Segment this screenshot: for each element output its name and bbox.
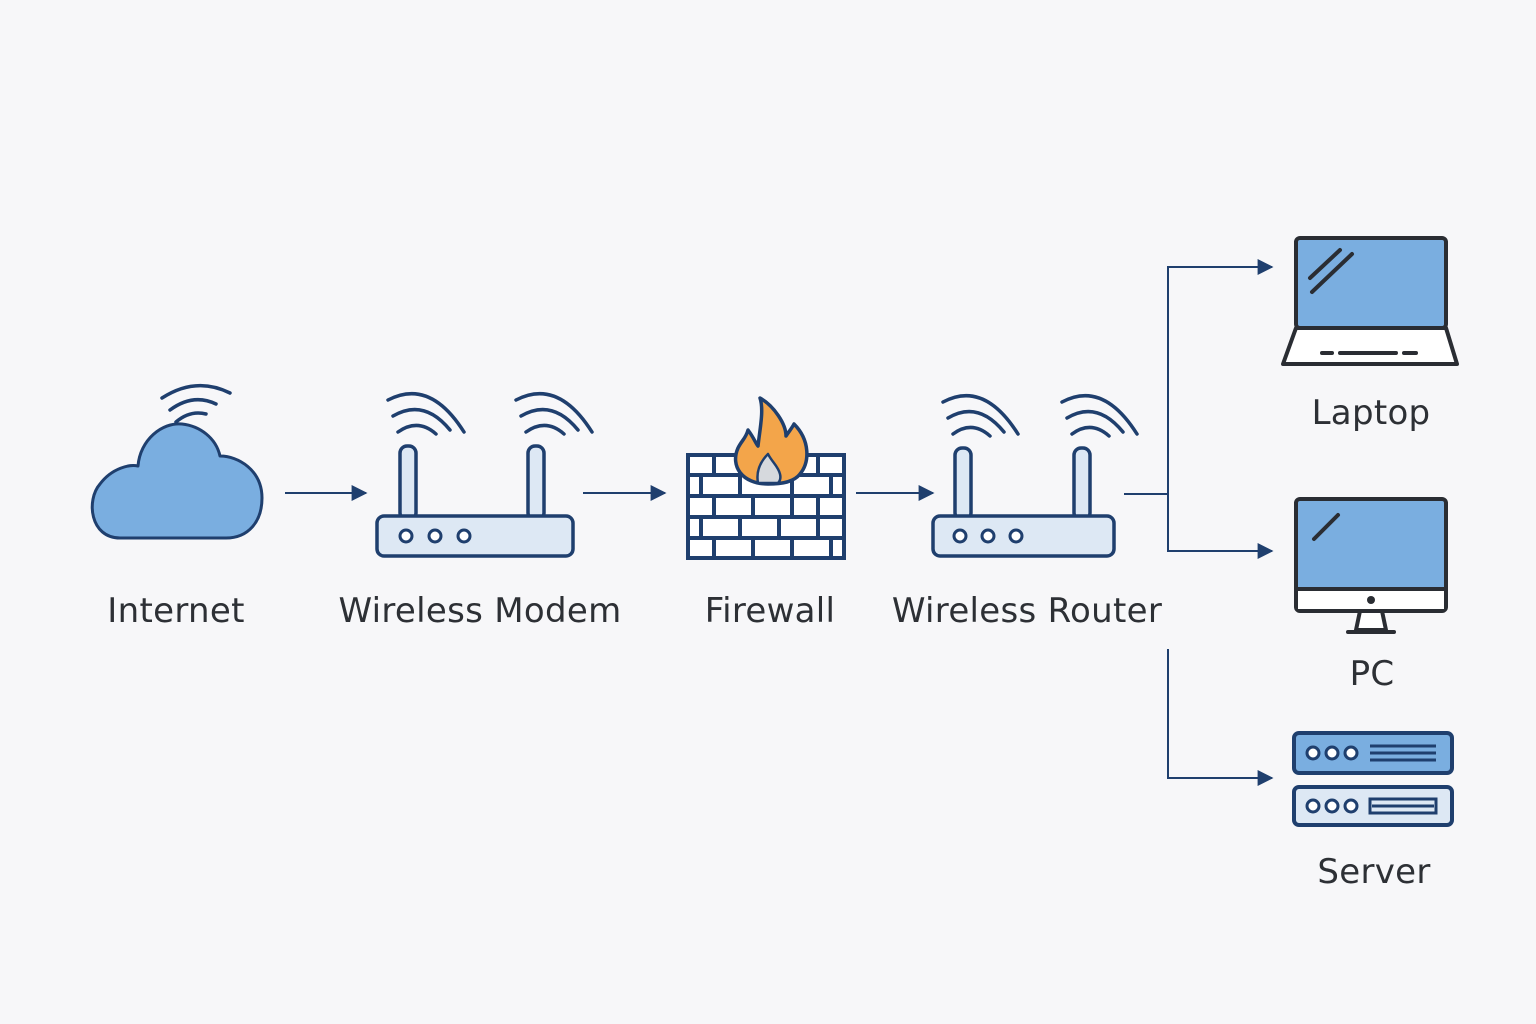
wireless-modem-icon: [375, 391, 594, 558]
wireless-router-label: Wireless Router: [891, 591, 1163, 631]
internet-label: Internet: [107, 591, 245, 631]
wireless-modem-label: Wireless Modem: [338, 591, 622, 631]
flame-icon: [733, 396, 809, 486]
cloud-icon: [90, 383, 264, 540]
desktop-pc-icon: [1294, 497, 1448, 634]
pc-label: PC: [1349, 654, 1395, 694]
edge-router-to-laptop: [1124, 259, 1274, 495]
server-icon: [1292, 731, 1454, 827]
laptop-icon: [1281, 236, 1459, 366]
firewall-icon: [686, 396, 846, 560]
firewall-label: Firewall: [704, 591, 836, 631]
edge-router-to-server: [1167, 649, 1274, 786]
server-label: Server: [1317, 852, 1431, 892]
router-signal-waves-icon: [941, 393, 1139, 438]
edge-router-to-pc: [1167, 494, 1274, 559]
wireless-router-icon: [931, 393, 1139, 558]
cloud-signal-waves-icon: [160, 383, 232, 424]
modem-signal-waves-icon: [386, 391, 594, 436]
laptop-label: Laptop: [1311, 393, 1431, 433]
